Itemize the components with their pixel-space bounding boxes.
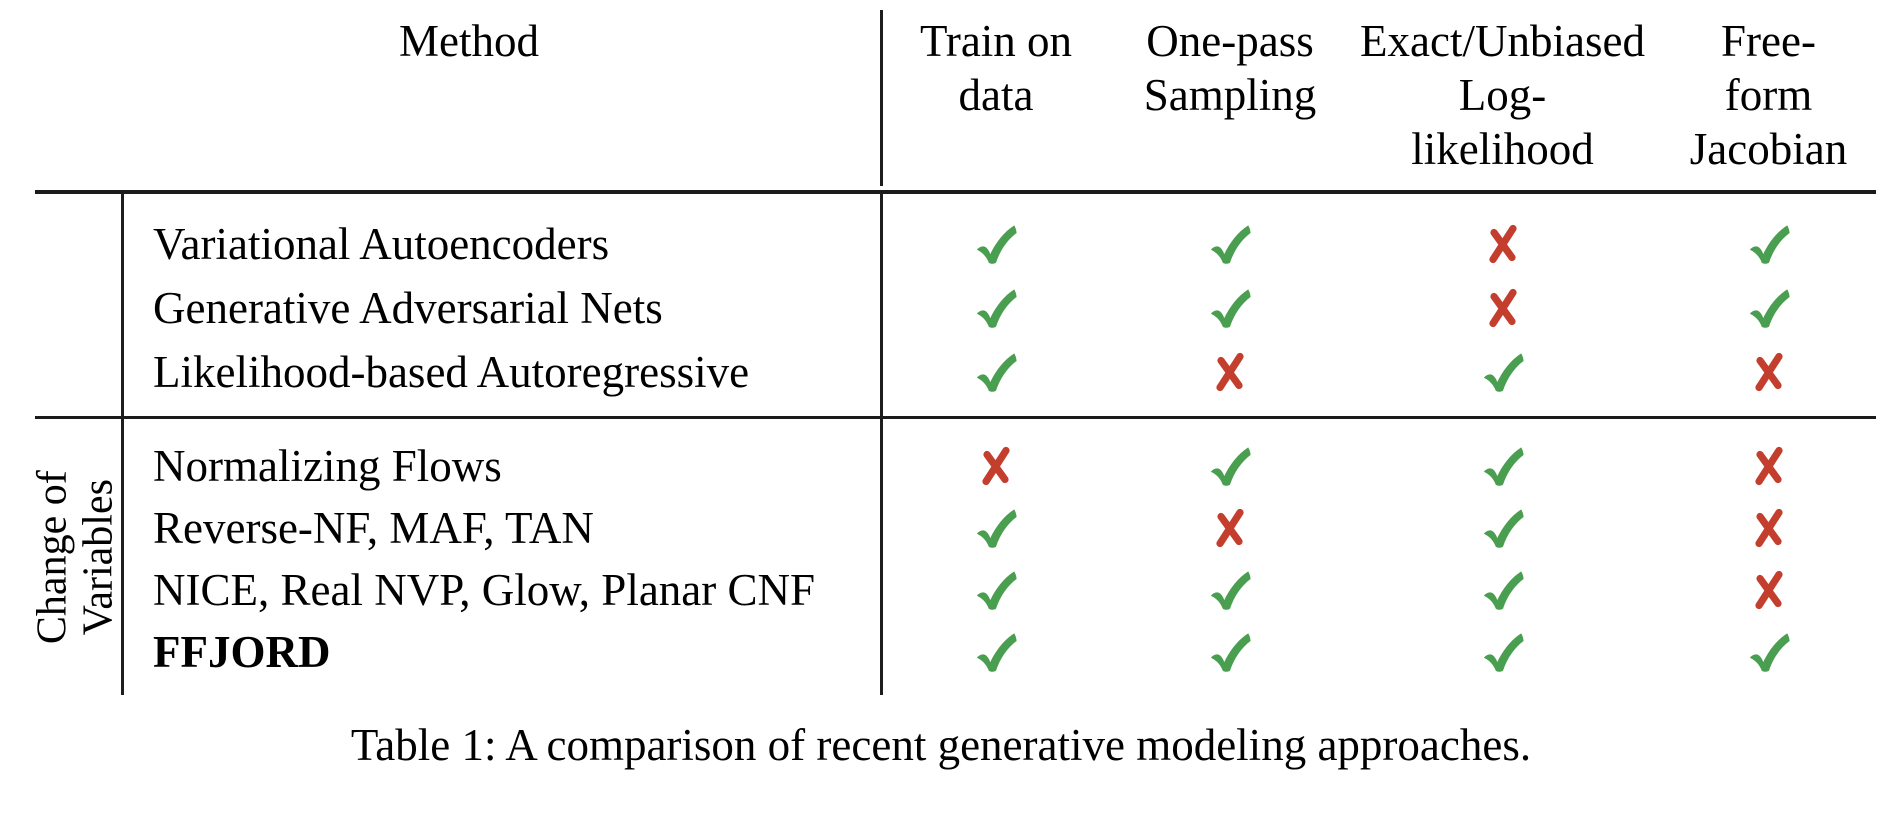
table-row: Variational Autoencoders (0, 212, 1882, 276)
mark-cell (1655, 221, 1882, 267)
mark-cell (1350, 288, 1655, 328)
mark-cell (1110, 221, 1350, 267)
mark-cell (882, 349, 1110, 395)
mark-cell (1655, 352, 1882, 392)
cross-icon (1210, 352, 1250, 392)
check-icon (973, 567, 1019, 613)
group-left-divider-line (121, 194, 124, 416)
check-icon (1480, 505, 1526, 551)
check-icon (973, 221, 1019, 267)
mark-cell (882, 221, 1110, 267)
mark-cell (882, 285, 1110, 331)
mark-cell (882, 629, 1110, 675)
check-icon (1207, 629, 1253, 675)
mark-cell (1110, 508, 1350, 548)
top-rule (35, 190, 1876, 194)
table-row: Generative Adversarial Nets (0, 276, 1882, 340)
check-icon (973, 349, 1019, 395)
mark-cell (1350, 505, 1655, 551)
group-method-divider-line (880, 194, 883, 416)
mark-cell (1350, 349, 1655, 395)
group-left-divider-line (121, 419, 124, 695)
cross-icon (1210, 508, 1250, 548)
check-icon (1207, 443, 1253, 489)
mark-cell (1350, 629, 1655, 675)
header-divider-line (880, 10, 883, 186)
column-header-one-pass-sampling: One-pass Sampling (1143, 16, 1317, 120)
column-header-exact-unbiased-log-likelihood: Exact/Unbiased Log- likelihood (1360, 16, 1645, 174)
method-cell: FFJORD (153, 627, 331, 677)
cross-icon (1749, 508, 1789, 548)
table-row: FFJORD (0, 621, 1882, 683)
table-row: NICE, Real NVP, Glow, Planar CNF (0, 559, 1882, 621)
mark-cell (1655, 285, 1882, 331)
check-icon (973, 285, 1019, 331)
mark-cell (1655, 446, 1882, 486)
check-icon (1746, 285, 1792, 331)
check-icon (973, 629, 1019, 675)
mark-cell (1110, 567, 1350, 613)
method-cell: Generative Adversarial Nets (153, 283, 663, 333)
check-icon (1480, 567, 1526, 613)
check-icon (1480, 349, 1526, 395)
mark-cell (882, 446, 1110, 486)
method-cell: NICE, Real NVP, Glow, Planar CNF (153, 565, 816, 615)
mark-cell (1655, 570, 1882, 610)
method-cell: Normalizing Flows (153, 441, 502, 491)
cross-icon (976, 446, 1016, 486)
check-icon (1480, 629, 1526, 675)
method-cell: Reverse-NF, MAF, TAN (153, 503, 594, 553)
check-icon (1207, 221, 1253, 267)
table-row: Reverse-NF, MAF, TAN (0, 497, 1882, 559)
group-divider-rule (35, 416, 1876, 419)
mark-cell (1110, 352, 1350, 392)
column-header-method: Method (399, 16, 539, 66)
table-caption: Table 1: A comparison of recent generati… (350, 720, 1532, 770)
mark-cell (1655, 508, 1882, 548)
group-method-divider-line (880, 419, 883, 695)
method-cell: Variational Autoencoders (153, 219, 610, 269)
mark-cell (1350, 443, 1655, 489)
mark-cell (1350, 224, 1655, 264)
cross-icon (1483, 288, 1523, 328)
method-cell: Likelihood-based Autoregressive (153, 347, 750, 397)
mark-cell (1110, 629, 1350, 675)
mark-cell (1350, 567, 1655, 613)
check-icon (1207, 285, 1253, 331)
mark-cell (1110, 285, 1350, 331)
mark-cell (882, 505, 1110, 551)
table-row: Normalizing Flows (0, 435, 1882, 497)
column-header-train-on-data: Train on data (919, 16, 1073, 120)
cross-icon (1749, 352, 1789, 392)
mark-cell (882, 567, 1110, 613)
mark-cell (1110, 443, 1350, 489)
check-icon (1746, 221, 1792, 267)
table-header: Method Train on data One-pass Sampling E… (0, 0, 1882, 190)
cross-icon (1749, 570, 1789, 610)
check-icon (1480, 443, 1526, 489)
mark-cell (1655, 629, 1882, 675)
check-icon (973, 505, 1019, 551)
column-header-free-form-jacobian: Free- form Jacobian (1689, 16, 1848, 174)
table-row: Likelihood-based Autoregressive (0, 340, 1882, 404)
check-icon (1746, 629, 1792, 675)
check-icon (1207, 567, 1253, 613)
cross-icon (1749, 446, 1789, 486)
cross-icon (1483, 224, 1523, 264)
